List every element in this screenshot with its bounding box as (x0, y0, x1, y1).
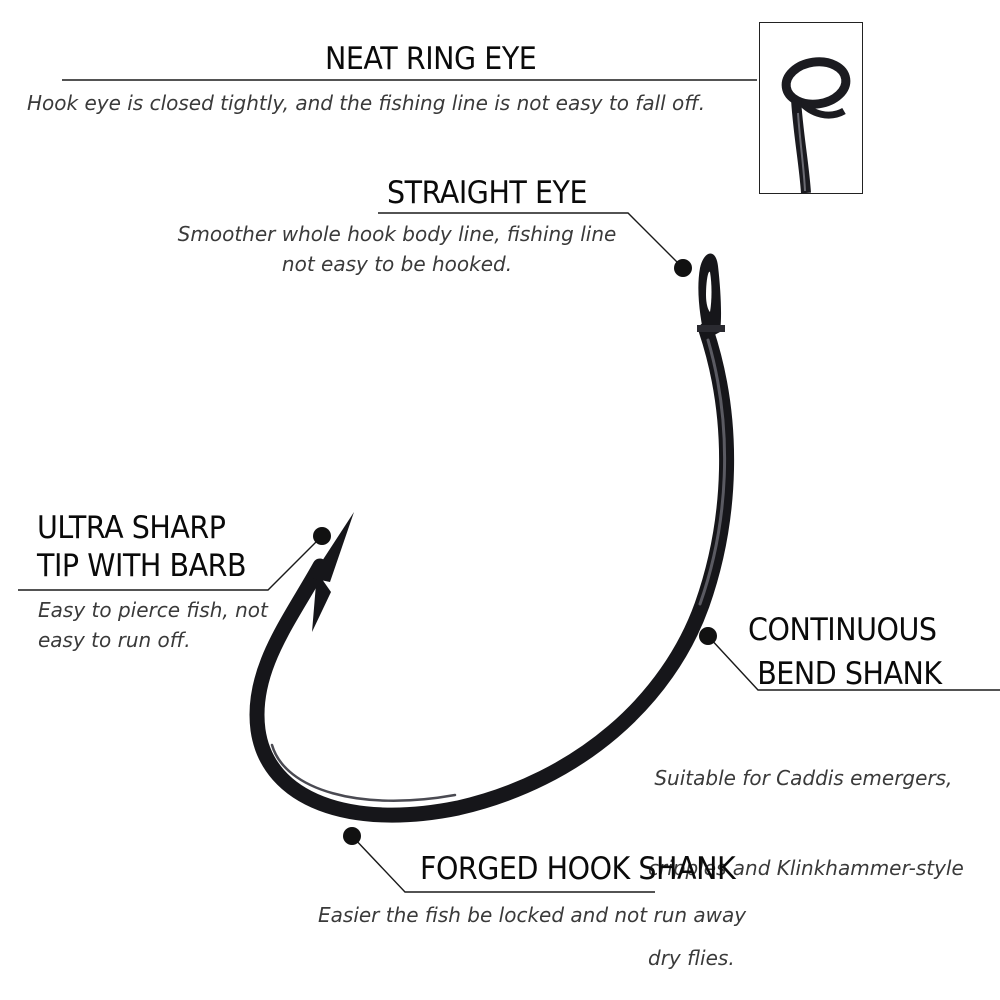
leader-line-straight-eye (378, 212, 684, 269)
description-continuous-bend-shank: Suitable for Caddis emergers, cripples a… (648, 703, 964, 1000)
description-line: not easy to be hooked. (281, 252, 513, 276)
description-neat-ring-eye: Hook eye is closed tightly, and the fish… (27, 91, 706, 115)
description-line: Easy to pierce fish, not (38, 598, 268, 622)
heading-continuous-bend-shank: CONTINUOUS BEND SHANK (748, 608, 942, 696)
ring-eye-closeup-icon (781, 57, 851, 194)
fishing-hook-icon (249, 253, 735, 823)
callout-dot-straight-eye (674, 259, 692, 277)
description-ultra-sharp-tip: Easy to pierce fish, not easy to run off… (38, 595, 268, 655)
description-straight-eye: Smoother whole hook body line, fishing l… (150, 219, 644, 279)
heading-ultra-sharp-tip: ULTRA SHARP TIP WITH BARB (37, 509, 247, 585)
heading-straight-eye: STRAIGHT EYE (387, 175, 588, 211)
callout-dot-tip (313, 527, 331, 545)
description-line: dry flies. (648, 946, 735, 970)
callout-dot-bend-shank (699, 627, 717, 645)
heading-forged-hook-shank: FORGED HOOK SHANK (420, 851, 736, 887)
leader-line-bend-shank (707, 635, 1000, 691)
description-forged-hook-shank: Easier the fish be locked and not run aw… (318, 903, 747, 927)
heading-line: TIP WITH BARB (37, 548, 247, 584)
heading-line: BEND SHANK (757, 656, 942, 692)
description-line: cripples and Klinkhammer-style (648, 856, 964, 880)
leader-line-tip (18, 535, 323, 591)
heading-line: ULTRA SHARP (37, 510, 226, 546)
heading-line: CONTINUOUS (748, 612, 937, 648)
heading-neat-ring-eye: NEAT RING EYE (325, 41, 537, 77)
ring-eye-inset (759, 22, 863, 194)
description-line: Smoother whole hook body line, fishing l… (177, 222, 617, 246)
callout-dot-forged-shank (343, 827, 361, 845)
leader-line-forged-shank (351, 835, 655, 893)
description-line: easy to run off. (38, 628, 191, 652)
description-line: Suitable for Caddis emergers, (648, 766, 953, 790)
